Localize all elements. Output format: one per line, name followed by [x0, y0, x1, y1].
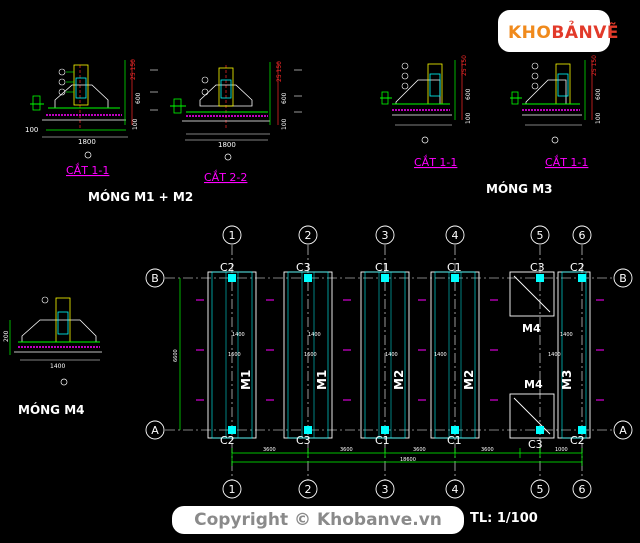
svg-text:1400: 1400 — [560, 332, 573, 338]
svg-text:1600: 1600 — [228, 352, 241, 358]
detail-m1m2: 25 150 600 100 100 1800 — [25, 59, 302, 204]
svg-text:25 150: 25 150 — [591, 55, 598, 76]
m3-section-label-left: CẮT 1-1 — [414, 155, 457, 169]
svg-text:100: 100 — [595, 112, 602, 124]
row-left-b: B — [151, 272, 159, 285]
axis-bottom-6: 6 — [579, 483, 586, 496]
m4-label-bottom: M4 — [524, 378, 543, 391]
axis-bottom-3: 3 — [382, 483, 389, 496]
row-right-b: B — [619, 272, 627, 285]
svg-text:25 150: 25 150 — [130, 59, 137, 80]
svg-text:600: 600 — [465, 88, 472, 100]
axis-bottom-2: 2 — [305, 483, 312, 496]
axis-top-3: 3 — [382, 229, 389, 242]
col-label-top-3: C1 — [375, 261, 390, 274]
col-label-bottom-2: C3 — [296, 434, 311, 447]
m3-section-label-right: CẮT 1-1 — [545, 155, 588, 169]
svg-text:1400: 1400 — [50, 363, 65, 370]
svg-text:100: 100 — [132, 118, 139, 130]
section-label-2-2: CẮT 2-2 — [204, 170, 247, 184]
dim-4: 3600 — [481, 447, 494, 453]
col-label-top-1: C2 — [220, 261, 235, 274]
col-label-bottom-4: C1 — [447, 434, 462, 447]
col-label-top-5: C3 — [530, 261, 545, 274]
dim-left: 1800 — [78, 138, 96, 146]
title-mong-m4: MÓNG M4 — [18, 402, 85, 417]
dim-1: 3600 — [263, 447, 276, 453]
foundation-plan: M4 M4 — [145, 225, 633, 499]
dim-6: 1000 — [555, 447, 568, 453]
khobanve-logo: KHOBẢNVẼ — [498, 10, 618, 52]
m3-left-drawing: 25 150 600 100 — [380, 55, 472, 144]
section-label-1-1: CẮT 1-1 — [66, 163, 109, 177]
dimension-chain: 3600 3600 3600 3600 1000 18600 — [231, 447, 583, 466]
svg-text:600: 600 — [281, 92, 288, 104]
title-mong-m3: MÓNG M3 — [486, 181, 553, 196]
svg-text:1400: 1400 — [434, 352, 447, 358]
logo-banve: BẢNVẼ — [551, 23, 619, 43]
row-right-a: A — [619, 424, 627, 437]
axis-top-6: 6 — [579, 229, 586, 242]
row-left-a: A — [151, 424, 159, 437]
svg-text:1400: 1400 — [308, 332, 321, 338]
axis-top-2: 2 — [305, 229, 312, 242]
axis-top-4: 4 — [452, 229, 459, 242]
col-label-bottom-3: C1 — [375, 434, 390, 447]
svg-text:100: 100 — [465, 112, 472, 124]
title-mong-m1-m2: MÓNG M1 + M2 — [88, 189, 193, 204]
col-label-bottom-5: C3 — [528, 438, 543, 451]
svg-text:6600: 6600 — [173, 349, 179, 362]
svg-text:25 150: 25 150 — [461, 55, 468, 76]
col-label-top-6: C2 — [570, 261, 585, 274]
footing-label-m3: M3 — [560, 370, 574, 390]
section-right-drawing: 25 150 600 100 1800 — [170, 61, 302, 161]
axis-top-1: 1 — [229, 229, 236, 242]
svg-text:25 150: 25 150 — [276, 61, 283, 82]
svg-text:200: 200 — [3, 330, 10, 342]
axis-bottom-1: 1 — [229, 483, 236, 496]
col-label-bottom-6: C2 — [570, 434, 585, 447]
axis-bottom-5: 5 — [537, 483, 544, 496]
detail-m4: 200 1400 MÓNG M4 — [3, 296, 102, 417]
dim-total: 18600 — [400, 457, 416, 463]
svg-text:1600: 1600 — [304, 352, 317, 358]
dim-100: 100 — [25, 126, 38, 134]
copyright-banner: Copyright © Khobanve.vn — [172, 506, 464, 534]
section-left-drawing: 25 150 600 100 100 1800 — [25, 59, 158, 159]
logo-kho: KHO — [508, 23, 552, 43]
dim-2: 3600 — [340, 447, 353, 453]
footing-label-m2-b: M2 — [462, 370, 476, 390]
dim-3: 3600 — [413, 447, 426, 453]
logo-text: KHOBẢNVẼ — [508, 23, 619, 43]
svg-text:1400: 1400 — [385, 352, 398, 358]
footing-label-m1-b: M1 — [315, 370, 329, 390]
col-label-top-2: C3 — [296, 261, 311, 274]
axis-top-5: 5 — [537, 229, 544, 242]
footing-label-m2-a: M2 — [392, 370, 406, 390]
dim-right: 1800 — [218, 141, 236, 149]
svg-text:600: 600 — [135, 92, 142, 104]
axis-bottom-4: 4 — [452, 483, 459, 496]
scale-label: TL: 1/100 — [470, 511, 538, 526]
m4-label-top: M4 — [522, 322, 541, 335]
svg-text:1400: 1400 — [548, 352, 561, 358]
detail-m3: 25 150 600 100 25 150 600 100 CẮ — [380, 55, 602, 196]
col-label-top-4: C1 — [447, 261, 462, 274]
m3-right-drawing: 25 150 600 100 — [510, 55, 602, 144]
svg-text:100: 100 — [281, 118, 288, 130]
col-label-bottom-1: C2 — [220, 434, 235, 447]
svg-text:600: 600 — [595, 88, 602, 100]
svg-text:1400: 1400 — [232, 332, 245, 338]
footing-label-m1-a: M1 — [239, 370, 253, 390]
